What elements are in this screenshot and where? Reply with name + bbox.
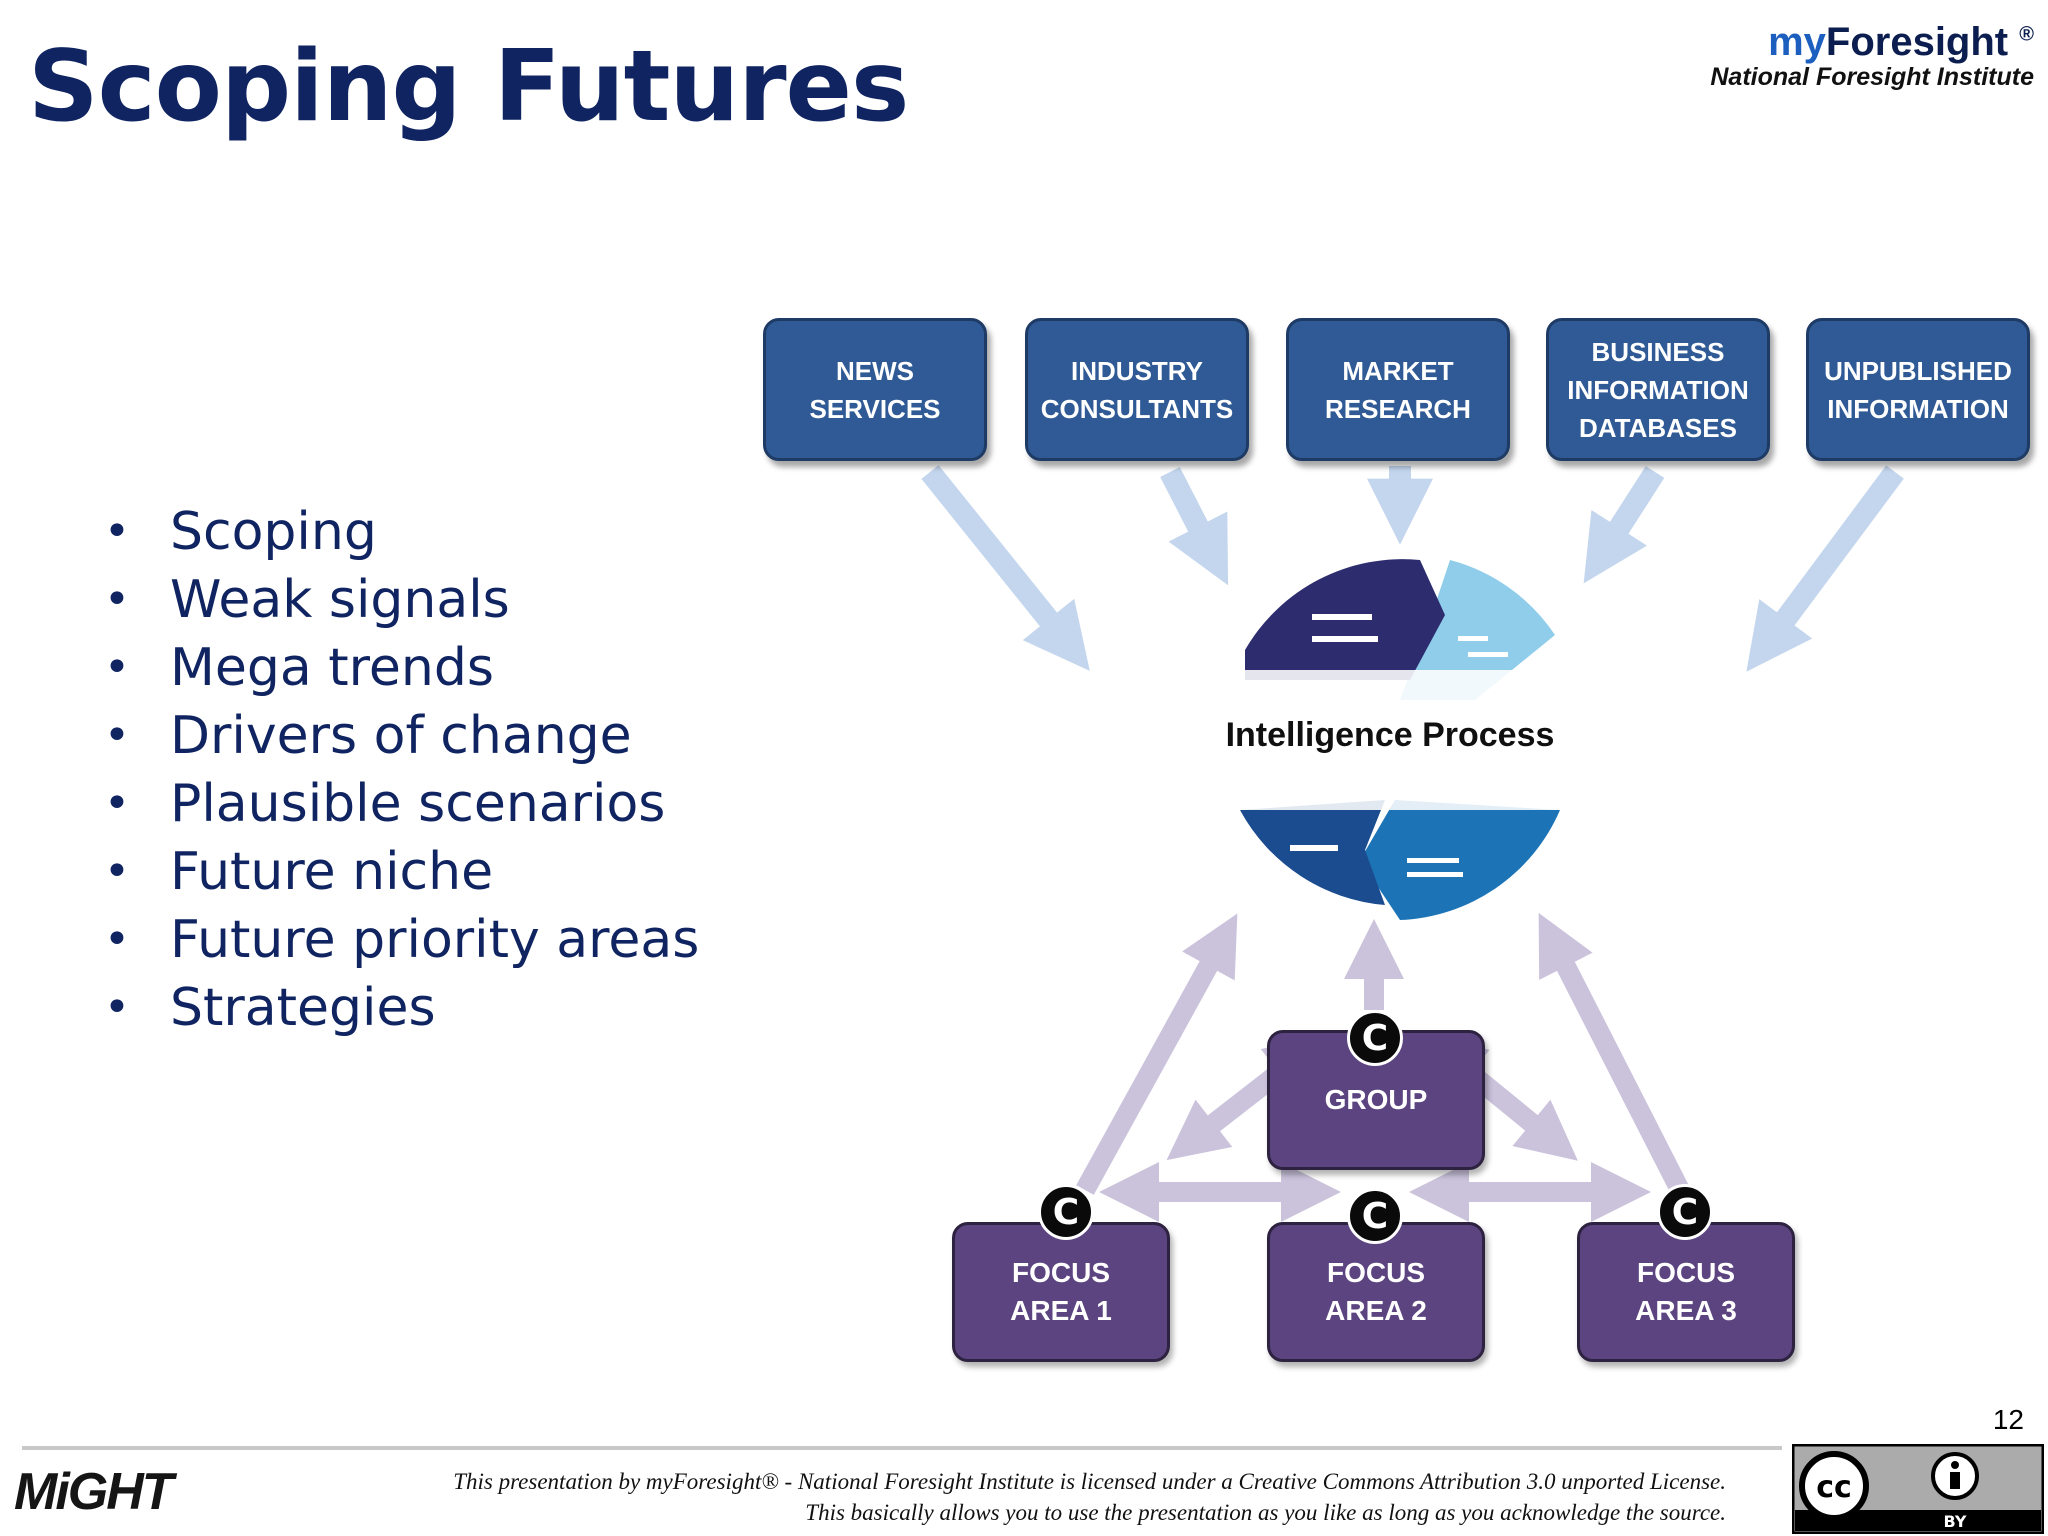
bullet-item: Plausible scenarios	[104, 770, 699, 838]
bullet-list: Scoping Weak signals Mega trends Drivers…	[104, 498, 699, 1042]
cc-by-badge: cc BY	[1792, 1444, 2044, 1534]
bullet-item: Drivers of change	[104, 702, 699, 770]
cycle-segment-1	[1400, 560, 1555, 700]
bullet-item: Strategies	[104, 974, 699, 1042]
source-arrows	[921, 465, 1904, 672]
brand-subtitle: National Foresight Institute	[1710, 63, 2034, 91]
arrow-unpublished	[1746, 465, 1904, 672]
arrow-news	[921, 465, 1090, 671]
brand-name: myForesight ®	[1768, 20, 2034, 64]
intelligence-process-label: Intelligence Process	[1225, 716, 1555, 754]
focus-2-c-badge: C	[1347, 1188, 1403, 1244]
bullet-item: Future priority areas	[104, 906, 699, 974]
license-notice: This presentation by myForesight® - Nati…	[453, 1469, 1726, 1525]
cycle-segment-4	[1240, 800, 1385, 905]
svg-text:BY: BY	[1944, 1512, 1967, 1531]
bullet-item: Scoping	[104, 498, 699, 566]
arrow-industry	[1160, 466, 1229, 586]
focus-1-c-badge: C	[1038, 1184, 1094, 1240]
brand-logo: myForesight ® National Foresight Institu…	[1710, 20, 2034, 92]
slide-title: Scoping Futures	[28, 30, 909, 144]
arrow-focus3-up	[1538, 912, 1689, 1195]
bullet-item: Future niche	[104, 838, 699, 906]
page-number: 12	[1992, 1404, 2024, 1435]
svg-text:cc: cc	[1816, 1470, 1852, 1505]
bullet-item: Weak signals	[104, 566, 699, 634]
bullet-item: Mega trends	[104, 634, 699, 702]
arrow-focus1-up	[1076, 913, 1238, 1195]
might-logo: MiGHT	[14, 1463, 174, 1521]
group-c-badge: C	[1347, 1010, 1403, 1066]
cc-icon	[1799, 1451, 1869, 1521]
focus-3-c-badge: C	[1657, 1184, 1713, 1240]
footer-divider	[22, 1446, 1782, 1450]
cycle-segment-3	[1360, 800, 1560, 920]
group-arrows	[1076, 912, 1689, 1222]
intelligence-cycle	[1215, 559, 1565, 920]
arrow-business	[1583, 466, 1665, 584]
